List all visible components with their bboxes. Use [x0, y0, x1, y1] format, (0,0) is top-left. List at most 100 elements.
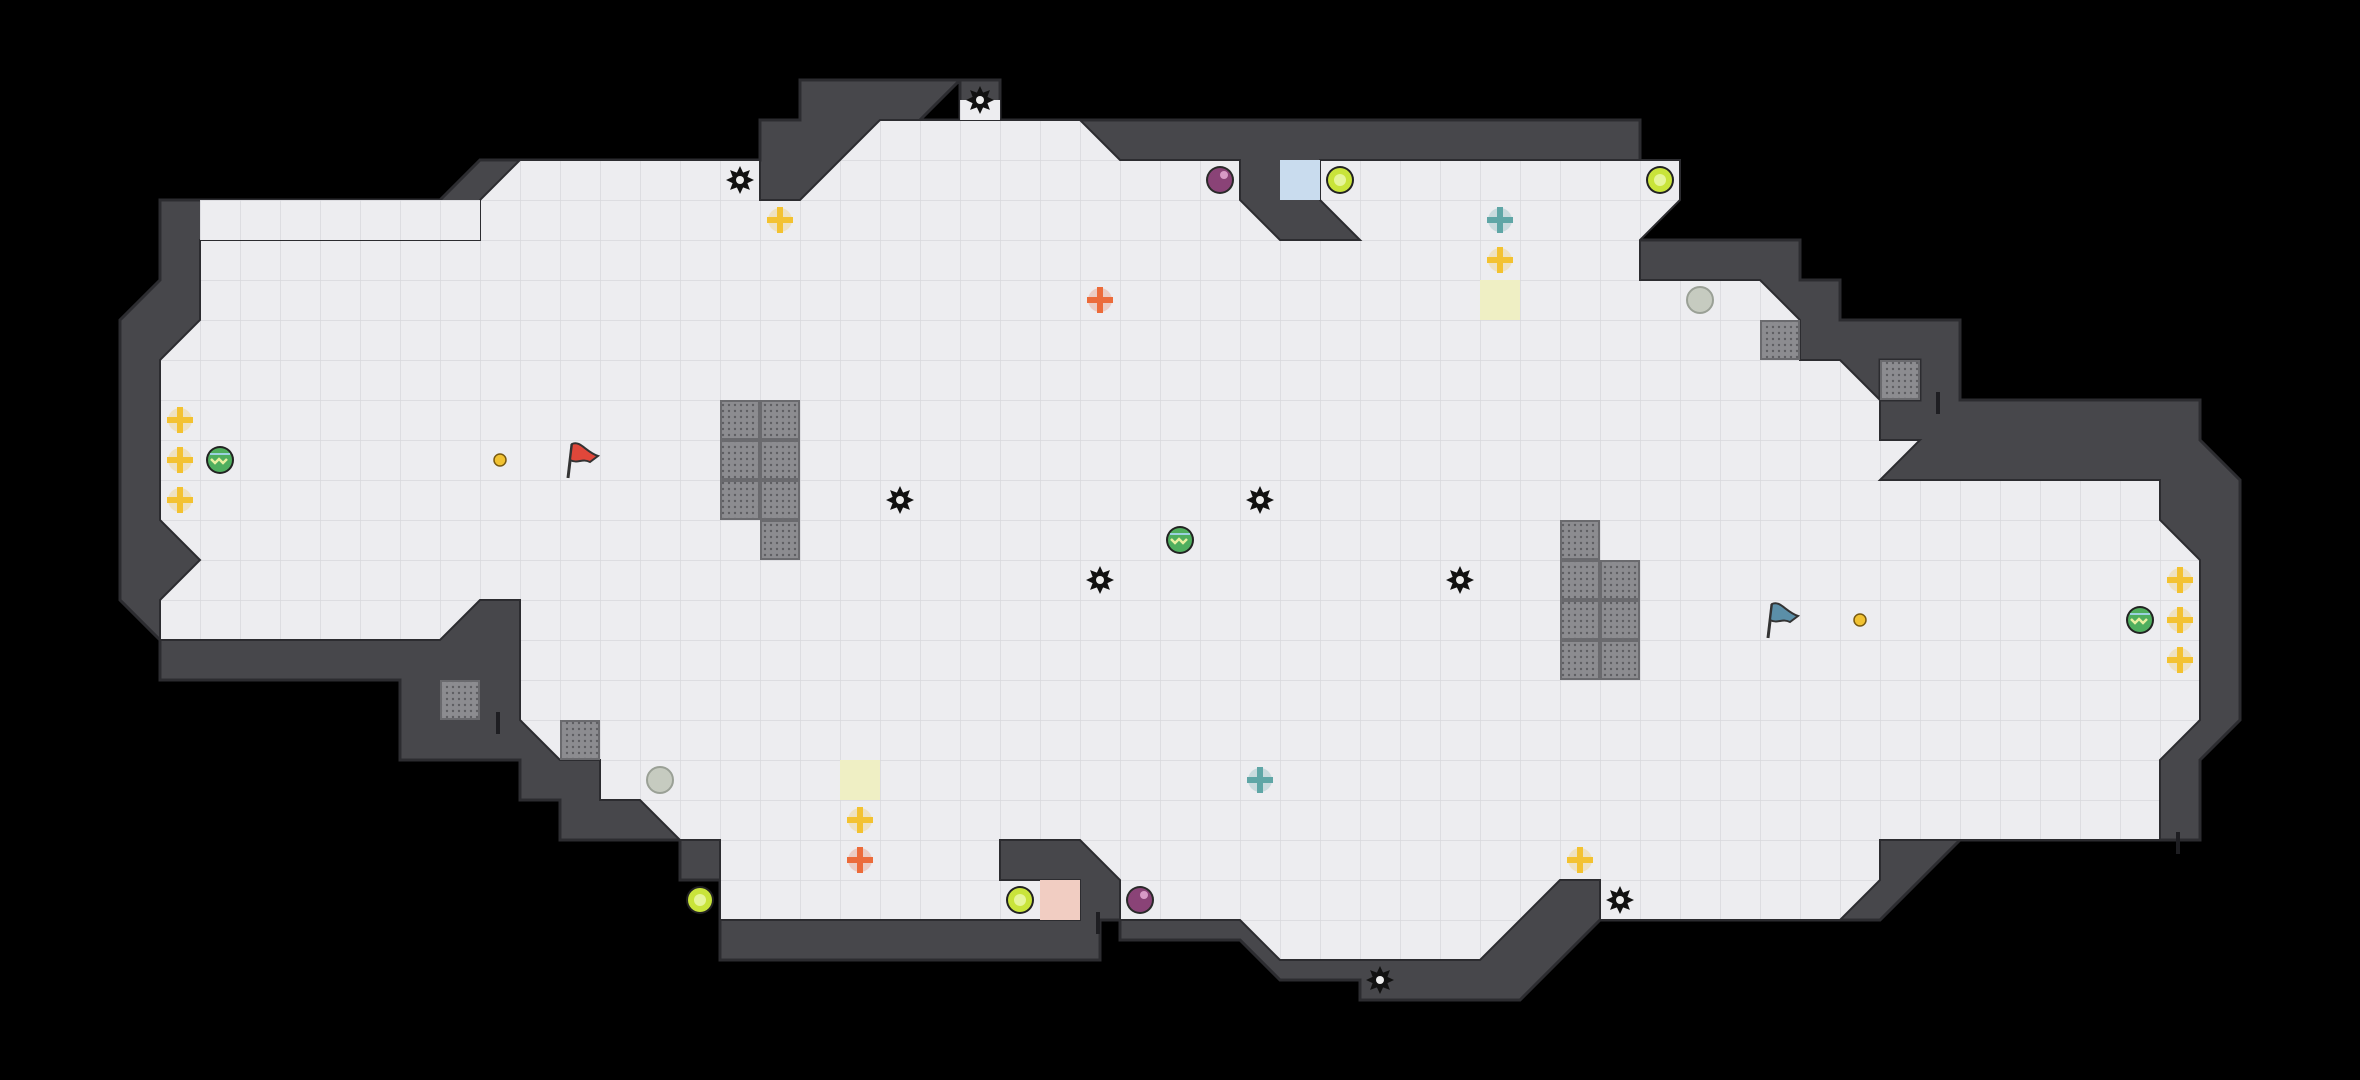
blue-flag-icon	[1768, 602, 1801, 624]
powerup-icon	[1326, 166, 1354, 194]
wall-marker	[496, 712, 500, 734]
boost-icon	[1247, 767, 1273, 793]
gate-tile	[560, 720, 600, 760]
bomb-icon	[1208, 168, 1232, 192]
floor-area	[200, 200, 480, 240]
red-pad-tile	[1040, 880, 1080, 920]
spike-icon	[1366, 966, 1394, 994]
powerup-icon	[686, 886, 714, 914]
boost-icon	[167, 407, 193, 433]
gate-tile	[1560, 600, 1600, 640]
boost-icon	[2167, 647, 2193, 673]
spike-icon	[1246, 486, 1274, 514]
powerup-icon	[1014, 894, 1026, 906]
floor-area	[880, 100, 1000, 120]
powerup-icon	[694, 894, 706, 906]
spike-icon	[886, 486, 914, 514]
yellow-pad-tile	[1480, 280, 1520, 320]
spike-icon	[1086, 566, 1114, 594]
button-icon	[493, 453, 507, 467]
yellow-pad-tile	[840, 760, 880, 800]
powerup-icon	[1646, 166, 1674, 194]
gate-tile	[760, 440, 800, 480]
spike-icon	[1606, 886, 1634, 914]
powerup-icon	[1334, 174, 1346, 186]
boost-icon	[167, 407, 193, 433]
boost-icon	[2167, 567, 2193, 593]
wall-marker	[1936, 392, 1940, 414]
gate-tile	[1600, 600, 1640, 640]
gate-tile	[440, 680, 480, 720]
boost-icon	[847, 847, 873, 873]
boost-icon	[2167, 567, 2193, 593]
boost-icon	[1487, 207, 1513, 233]
portal-icon	[1170, 537, 1188, 545]
blue-pad-tile	[1280, 160, 1320, 200]
spike-icon	[896, 496, 904, 504]
gate-tile	[1600, 560, 1640, 600]
red-flag-icon	[566, 442, 601, 479]
gate-tile	[760, 520, 800, 560]
boost-icon	[2167, 607, 2193, 633]
spike-icon	[1376, 976, 1384, 984]
bomb-icon	[1220, 171, 1228, 179]
boost-icon	[167, 447, 193, 473]
spike-icon	[1256, 496, 1264, 504]
boost-icon	[847, 807, 873, 833]
boost-icon	[2167, 607, 2193, 633]
inactive-powerup-icon	[646, 766, 674, 794]
gate-tile	[1560, 560, 1600, 600]
bomb-icon	[1140, 891, 1148, 899]
tiles-layer	[440, 160, 1920, 920]
boost-icon	[1487, 207, 1513, 233]
gate-tile	[1760, 320, 1800, 360]
gate-tile	[1600, 640, 1640, 680]
wall-marker	[2176, 832, 2180, 854]
boost-icon	[167, 487, 193, 513]
portal-icon	[210, 457, 228, 465]
boost-icon	[1567, 847, 1593, 873]
boost-icon	[1567, 847, 1593, 873]
gate-tile	[1560, 640, 1600, 680]
spike-icon	[1446, 566, 1474, 594]
gate-tile	[1560, 520, 1600, 560]
boost-icon	[767, 207, 793, 233]
red-flag-icon	[568, 442, 601, 464]
bomb-icon	[1126, 886, 1154, 914]
spike-icon	[966, 86, 994, 114]
blue-flag-icon	[1766, 602, 1801, 639]
spike-icon	[1456, 576, 1464, 584]
boost-icon	[1247, 767, 1273, 793]
bomb-icon	[1128, 888, 1152, 912]
boost-icon	[167, 447, 193, 473]
portal-icon	[1166, 526, 1194, 554]
inactive-powerup-icon	[1686, 286, 1714, 314]
spike-icon	[736, 176, 744, 184]
portal-icon	[206, 446, 234, 474]
wall-marker	[1096, 912, 1100, 934]
spike-icon	[726, 166, 754, 194]
objects-layer	[167, 86, 2193, 994]
portal-icon	[2130, 617, 2148, 625]
boost-icon	[847, 847, 873, 873]
gate-tile	[720, 400, 760, 440]
boost-icon	[767, 207, 793, 233]
spike-icon	[976, 96, 984, 104]
boost-icon	[847, 807, 873, 833]
gate-tile	[760, 400, 800, 440]
boost-icon	[1487, 247, 1513, 273]
gate-tile	[720, 440, 760, 480]
bomb-icon	[1206, 166, 1234, 194]
portal-icon	[2126, 606, 2154, 634]
gate-tile	[760, 480, 800, 520]
powerup-icon	[1654, 174, 1666, 186]
boost-icon	[2167, 647, 2193, 673]
boost-icon	[1087, 287, 1113, 313]
gate-tile	[1880, 360, 1920, 400]
boost-icon	[1487, 247, 1513, 273]
gate-tile	[720, 480, 760, 520]
boost-icon	[167, 487, 193, 513]
spike-icon	[1616, 896, 1624, 904]
